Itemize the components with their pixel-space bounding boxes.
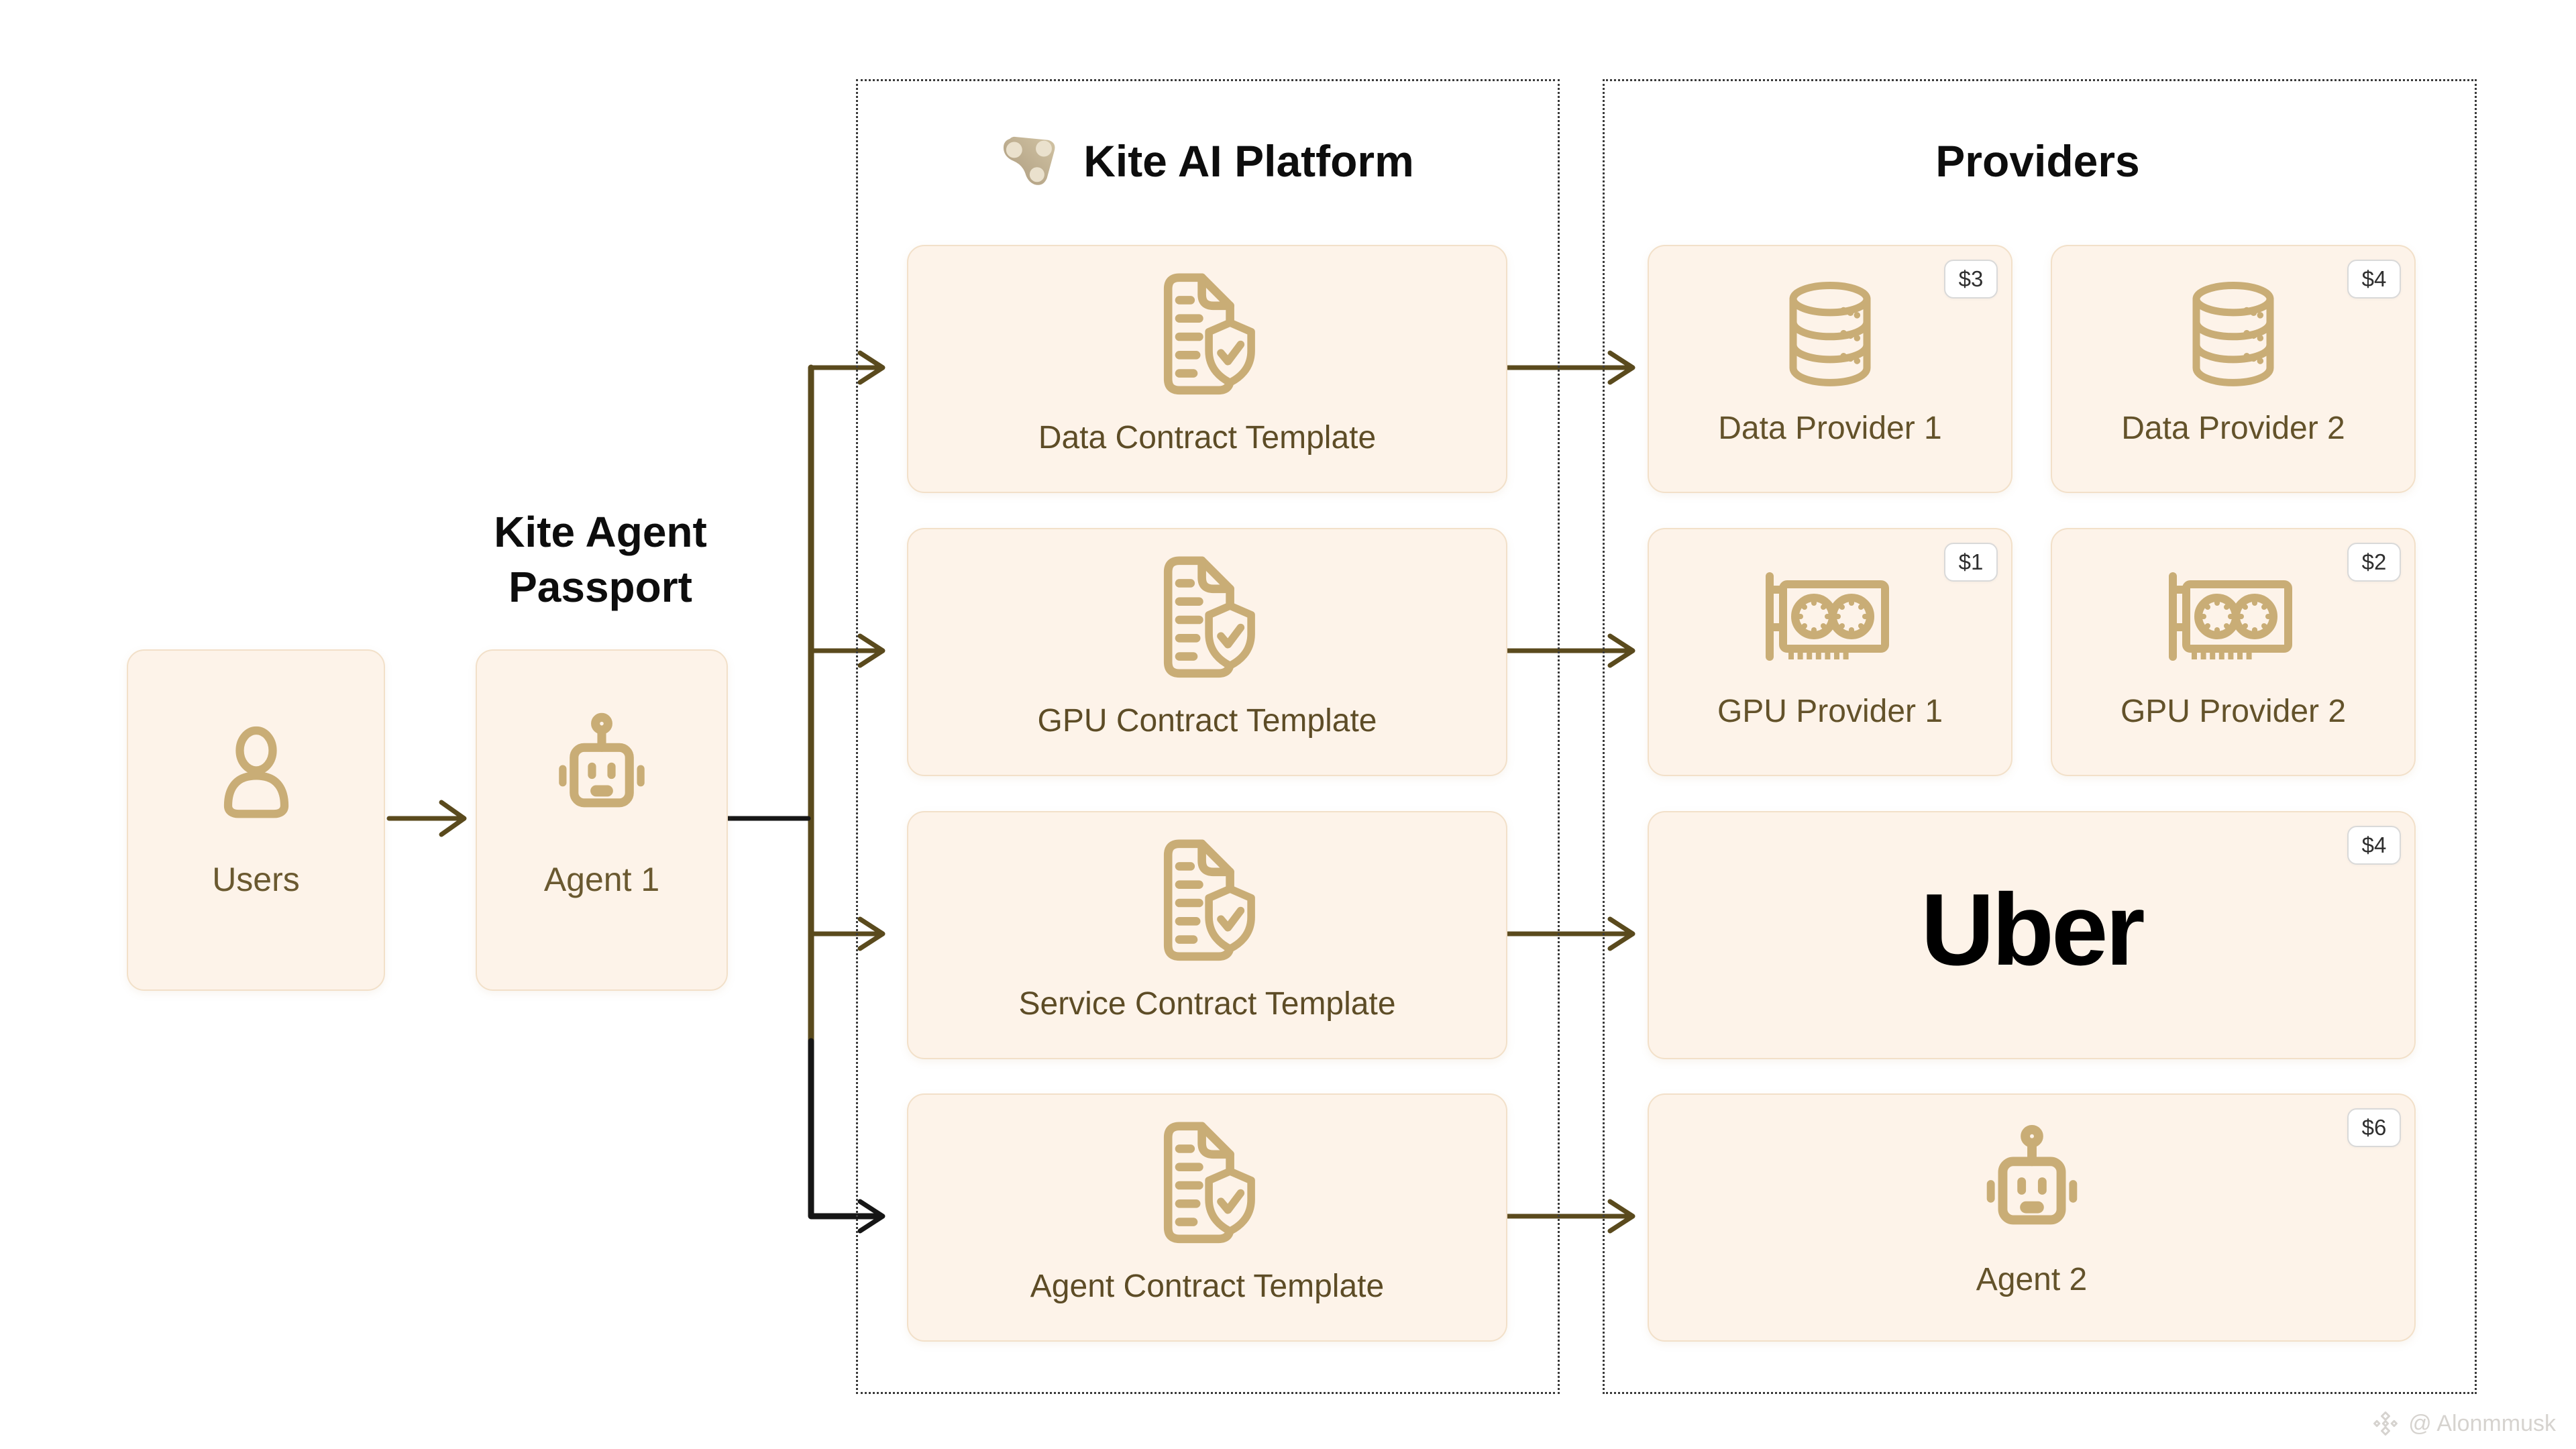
provider-label: Agent 2 — [1976, 1262, 2088, 1297]
robot-icon — [477, 710, 727, 830]
provider-card-gpu-2: $2 — [2051, 528, 2416, 776]
contract-shield-icon — [908, 266, 1506, 407]
provider-card-uber: $4 Uber — [1648, 811, 2416, 1059]
provider-card-agent-2: $6 Agent 2 — [1648, 1093, 2416, 1342]
kite-platform-title: Kite AI Platform — [1083, 136, 1414, 186]
watermark-diamond-icon — [2371, 1409, 2400, 1438]
contract-card-gpu: GPU Contract Template — [907, 528, 1507, 776]
gpu-icon — [1649, 568, 2011, 673]
kite-logo-icon — [998, 130, 1059, 192]
providers-header: Providers — [1603, 121, 2473, 201]
passport-heading: Kite Agent Passport — [494, 508, 707, 611]
agent1-label: Agent 1 — [543, 861, 660, 898]
contract-shield-icon — [908, 549, 1506, 690]
users-label: Users — [212, 861, 300, 898]
price-value: $2 — [2361, 549, 2387, 574]
robot-icon — [1649, 1122, 2414, 1249]
provider-label: GPU Provider 1 — [1717, 694, 1943, 729]
provider-label: GPU Provider 2 — [2120, 694, 2347, 729]
price-value: $4 — [2361, 266, 2387, 291]
database-icon — [1649, 274, 2011, 392]
price-badge: $2 — [2347, 543, 2401, 582]
users-card: Users — [127, 649, 385, 991]
price-badge: $4 — [2347, 826, 2401, 865]
price-badge: $1 — [1944, 543, 1998, 582]
kite-platform-container — [856, 79, 1560, 1394]
contract-card-service: Service Contract Template — [907, 811, 1507, 1059]
contract-shield-icon — [908, 1115, 1506, 1256]
contract-shield-icon — [908, 833, 1506, 973]
database-icon — [2052, 274, 2414, 392]
provider-label: Data Provider 2 — [2121, 411, 2345, 446]
contract-card-agent: Agent Contract Template — [907, 1093, 1507, 1342]
price-value: $4 — [2361, 833, 2387, 857]
provider-card-data-1: $3 Data Provider 1 — [1648, 245, 2012, 493]
providers-title: Providers — [1935, 136, 2140, 186]
price-value: $1 — [1958, 549, 1984, 574]
provider-card-data-2: $4 Data Provider 2 — [2051, 245, 2416, 493]
uber-logo: Uber — [1921, 873, 2145, 987]
price-badge: $3 — [1944, 260, 1998, 299]
kite-platform-header: Kite AI Platform — [856, 121, 1556, 201]
provider-label: Data Provider 1 — [1718, 411, 1942, 446]
price-value: $6 — [2361, 1115, 2387, 1140]
contract-label: Agent Contract Template — [1030, 1269, 1385, 1304]
contract-label: Service Contract Template — [1018, 986, 1396, 1022]
watermark-text: @ Alonmmusk — [2408, 1410, 2556, 1436]
price-badge: $6 — [2347, 1108, 2401, 1147]
gpu-icon — [2052, 568, 2414, 673]
price-value: $3 — [1958, 266, 1984, 291]
contract-label: Data Contract Template — [1038, 420, 1377, 455]
watermark: @ Alonmmusk — [2371, 1409, 2556, 1438]
provider-card-gpu-1: $1 — [1648, 528, 2012, 776]
contract-card-data: Data Contract Template — [907, 245, 1507, 493]
price-badge: $4 — [2347, 260, 2401, 299]
agent1-card: Agent 1 — [476, 649, 728, 991]
user-icon — [128, 716, 384, 829]
contract-label: GPU Contract Template — [1037, 703, 1377, 739]
providers-container — [1603, 79, 2477, 1394]
